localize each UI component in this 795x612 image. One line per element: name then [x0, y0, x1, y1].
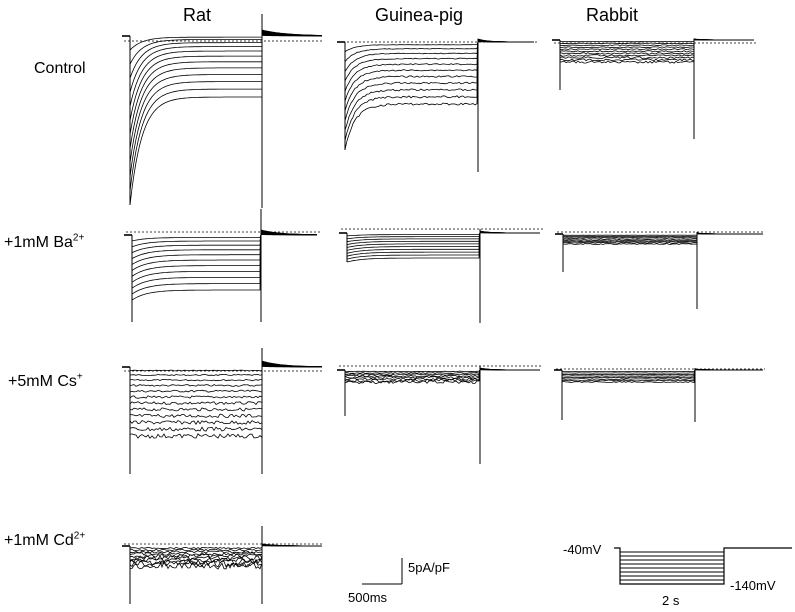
- rat-control-trace: [129, 32, 322, 135]
- gp-control-trace: [344, 41, 534, 53]
- scale-bar-time-label: 500ms: [348, 590, 388, 605]
- gp-control-trace: [344, 40, 534, 82]
- gp-barium-trace: [346, 231, 540, 245]
- rat-cadmium-trace: [129, 544, 322, 559]
- gp-control-trace: [344, 38, 534, 150]
- gp-barium-trace: [346, 232, 540, 240]
- rat-cadmium-trace: [129, 543, 322, 570]
- protocol-minimum-label: -140mV: [730, 578, 776, 593]
- rabbit-control-trace: [559, 39, 754, 47]
- row-label-cadmium-charge: 2+: [73, 530, 86, 542]
- column-title-rabbit: Rabbit: [586, 5, 639, 25]
- gp-control-trace: [344, 40, 534, 72]
- row-label-cesium-text: +5mM Cs: [8, 373, 77, 390]
- rabbit-barium-trace: [562, 232, 763, 245]
- protocol-outline: [614, 547, 792, 585]
- rat-control-trace: [129, 34, 322, 65]
- row-label-cesium: +5mM Cs+: [8, 371, 83, 390]
- rat-cesium-trace: [129, 364, 322, 387]
- protocol-holding-label: -40mV: [563, 542, 602, 557]
- rabbit-control-trace: [559, 38, 754, 64]
- row-label-cesium-charge: +: [76, 371, 83, 383]
- rat-cesium-trace: [129, 365, 322, 382]
- row-label-control-text: Control: [34, 60, 86, 77]
- gp-barium-trace: [346, 230, 540, 260]
- rat-barium-trace: [131, 230, 317, 295]
- rat-cadmium-trace: [129, 543, 322, 569]
- rat-barium-trace: [131, 230, 318, 289]
- rat-cesium-trace: [129, 360, 322, 439]
- rat-control-trace: [129, 33, 322, 107]
- row-label-control: Control: [34, 61, 86, 77]
- rat-cesium-trace: [129, 363, 322, 406]
- protocol-duration-label: 2 s: [662, 593, 680, 608]
- row-label-barium-charge: 2+: [72, 232, 85, 244]
- scale-bar-current-label: 5pA/pF: [408, 560, 450, 575]
- rabbit-barium-trace: [562, 232, 763, 242]
- gp-cesium-trace: [344, 367, 540, 385]
- rat-cadmium-trace: [129, 544, 322, 554]
- row-label-cadmium-text: +1mM Cd: [4, 532, 74, 549]
- rat-cesium-trace: [129, 364, 322, 393]
- gp-control-trace: [344, 39, 534, 121]
- row-label-barium-text: +1mM Ba: [4, 234, 73, 251]
- rat-barium-trace: [131, 231, 317, 277]
- rat-barium-trace: [131, 230, 317, 283]
- column-title-guinea-pig: Guinea-pig: [375, 5, 464, 25]
- rat-control-trace: [129, 30, 322, 191]
- rabbit-cesium-trace: [561, 368, 763, 379]
- gp-barium-trace: [346, 230, 540, 263]
- rat-barium-trace: [131, 229, 317, 301]
- rabbit-control-trace: [559, 38, 754, 62]
- rat-control-trace: [129, 29, 323, 206]
- rat-barium-trace: [131, 234, 317, 242]
- row-label-barium: +1mM Ba2+: [4, 232, 85, 251]
- column-title-rat: Rat: [183, 5, 212, 25]
- row-label-cadmium: +1mM Cd2+: [4, 530, 86, 549]
- rat-control-trace: [129, 30, 322, 177]
- rabbit-cesium-trace: [561, 368, 763, 384]
